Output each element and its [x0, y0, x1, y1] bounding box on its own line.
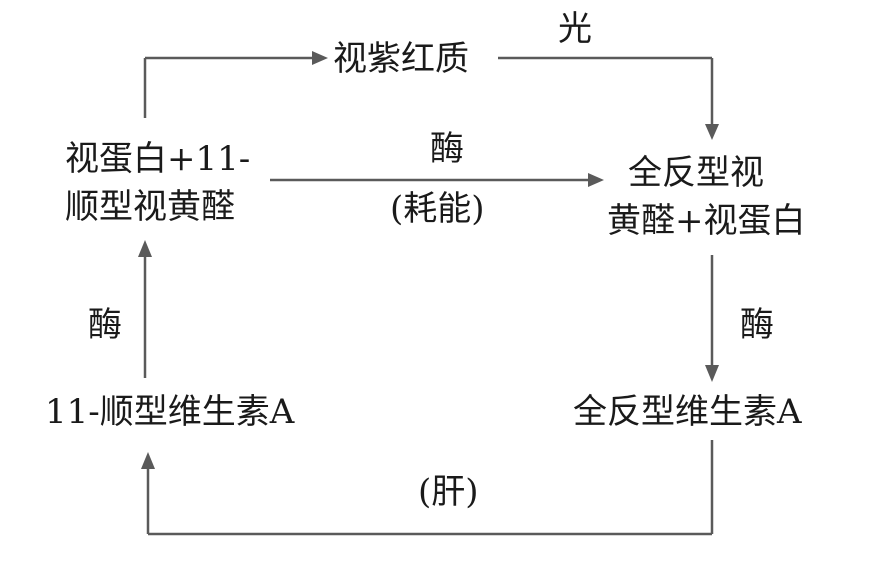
label-light: 光 [558, 9, 592, 49]
label-liver: (肝) [418, 472, 479, 512]
arrowhead-to-cis-vitamin-a [141, 452, 155, 469]
node-rhodopsin: 视紫红质 [333, 39, 469, 79]
arrowhead-to-opsin-cis [138, 240, 152, 257]
label-enzyme-middle: 酶 [430, 129, 464, 169]
node-trans-vitamin-a: 全反型维生素A [573, 392, 802, 432]
node-trans-retinal-line2: 黄醛+视蛋白 [607, 201, 806, 241]
node-opsin-cis-line1: 视蛋白+11- [65, 139, 250, 179]
label-enzyme-right: 酶 [740, 305, 774, 345]
arrowhead-to-trans-vitamin-a [705, 365, 719, 382]
node-trans-retinal-line1: 全反型视 [628, 153, 764, 193]
arrowhead-to-trans-retinal [705, 124, 719, 140]
arrowhead-to-rhodopsin [312, 51, 328, 65]
arrowhead-middle [588, 173, 604, 187]
node-cis-vitamin-a: 11-顺型维生素A [45, 392, 295, 432]
label-energy: (耗能) [390, 189, 485, 229]
node-opsin-cis-line2: 顺型视黄醛 [65, 187, 235, 227]
label-enzyme-left: 酶 [88, 305, 122, 345]
